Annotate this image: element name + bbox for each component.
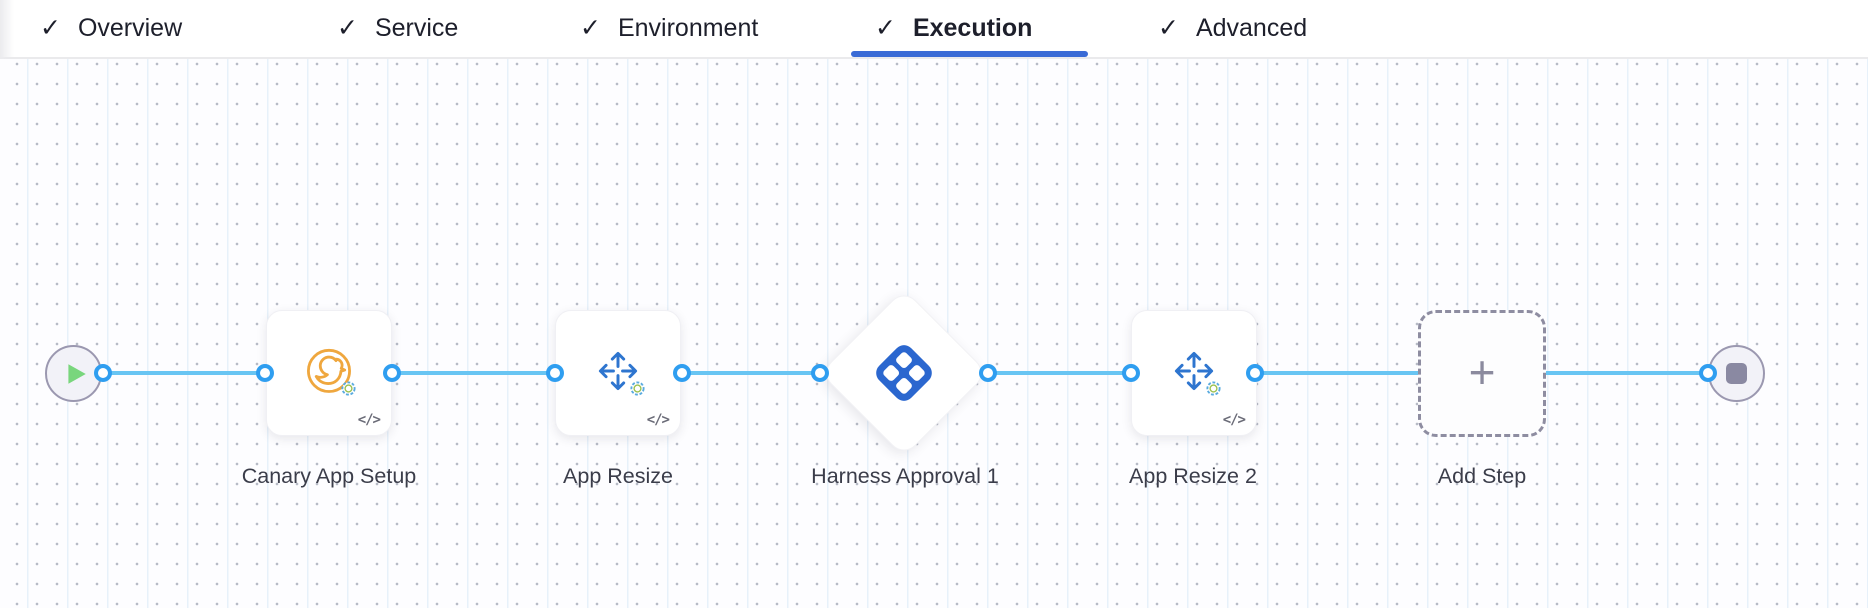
check-icon: ✓ bbox=[875, 14, 896, 42]
add-step-button[interactable]: + bbox=[1418, 310, 1546, 437]
tab-label: Advanced bbox=[1195, 14, 1308, 42]
check-icon: ✓ bbox=[1158, 14, 1179, 42]
tab-environment[interactable]: ✓ Environment bbox=[580, 0, 758, 57]
step-card-canary-app-setup[interactable]: </> bbox=[266, 310, 392, 436]
harness-logo-icon bbox=[876, 345, 932, 401]
step-card-app-resize-2[interactable]: </> bbox=[1131, 310, 1257, 436]
tab-overview[interactable]: ✓ Overview bbox=[40, 0, 182, 57]
gear-icon bbox=[1206, 381, 1221, 396]
play-icon bbox=[68, 363, 86, 384]
gear-icon bbox=[630, 381, 645, 396]
pipeline-canvas[interactable]: </> </> bbox=[0, 59, 1868, 608]
connector-port bbox=[673, 364, 691, 382]
tab-label: Service bbox=[374, 14, 459, 42]
pipeline-start-node bbox=[45, 345, 102, 402]
code-icon: </> bbox=[357, 412, 381, 428]
step-card-app-resize[interactable]: </> bbox=[555, 310, 681, 436]
stage-config-tabbar: ✓ Overview ✓ Service ✓ Environment ✓ Exe… bbox=[0, 0, 1868, 59]
connector-port bbox=[256, 364, 274, 382]
tab-service[interactable]: ✓ Service bbox=[337, 0, 458, 57]
plus-icon: + bbox=[1468, 345, 1496, 398]
resize-arrows-icon bbox=[1174, 351, 1214, 391]
code-icon: </> bbox=[646, 412, 670, 428]
gear-icon bbox=[341, 381, 356, 396]
check-icon: ✓ bbox=[40, 14, 61, 42]
tab-execution[interactable]: ✓ Execution bbox=[875, 0, 1032, 57]
step-label-harness-approval-1: Harness Approval 1 bbox=[811, 464, 999, 488]
step-diamond-harness-approval-1[interactable] bbox=[819, 288, 989, 458]
step-label-app-resize: App Resize bbox=[563, 464, 673, 488]
connector-port bbox=[979, 364, 997, 382]
connector-port bbox=[1699, 364, 1717, 382]
tab-label: Environment bbox=[617, 14, 759, 42]
code-icon: </> bbox=[1222, 412, 1246, 428]
connector-port bbox=[94, 364, 112, 382]
check-icon: ✓ bbox=[580, 14, 601, 42]
connector-port bbox=[811, 364, 829, 382]
step-label-canary-app-setup: Canary App Setup bbox=[241, 464, 417, 488]
connector-port bbox=[546, 364, 564, 382]
resize-arrows-icon bbox=[598, 351, 638, 391]
stop-icon bbox=[1726, 363, 1747, 384]
canary-icon bbox=[307, 348, 351, 393]
tab-advanced[interactable]: ✓ Advanced bbox=[1158, 0, 1307, 57]
active-tab-underline bbox=[851, 51, 1088, 57]
pipeline-end-node bbox=[1708, 345, 1765, 402]
add-step-label: Add Step bbox=[1437, 464, 1527, 488]
connector-port bbox=[1246, 364, 1264, 382]
check-icon: ✓ bbox=[337, 14, 358, 42]
tab-label: Execution bbox=[912, 14, 1033, 42]
tab-label: Overview bbox=[77, 14, 183, 42]
connector-port bbox=[383, 364, 401, 382]
connector-port bbox=[1122, 364, 1140, 382]
step-label-app-resize-2: App Resize 2 bbox=[1129, 464, 1257, 488]
